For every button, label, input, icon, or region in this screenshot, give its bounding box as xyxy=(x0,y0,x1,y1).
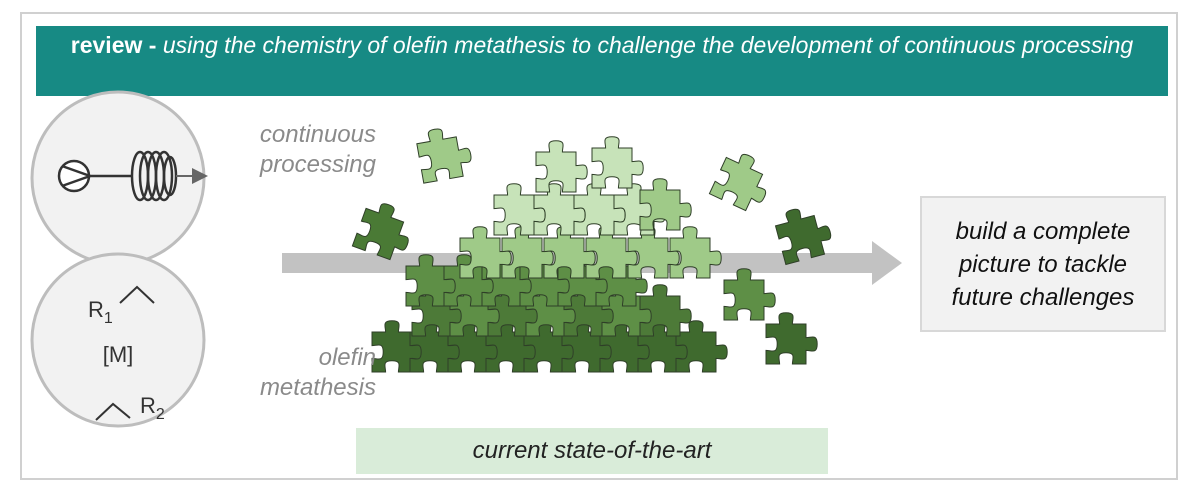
puzzle-piece xyxy=(416,128,472,184)
puzzle-piece xyxy=(669,226,722,279)
label-line: olefin xyxy=(318,344,376,371)
continuous-processing-label: continuous processing xyxy=(226,120,376,180)
puzzle-piece xyxy=(675,320,728,373)
puzzle-pile xyxy=(351,128,832,373)
r2-label: R2 xyxy=(140,393,165,423)
label-line: continuous xyxy=(259,121,376,148)
puzzle-piece xyxy=(774,208,832,266)
goal-box: build a complete picture to tackle futur… xyxy=(920,196,1166,332)
metathesis-circle xyxy=(30,252,206,428)
label-line: metathesis xyxy=(259,374,376,401)
banner-bold-text: review - xyxy=(70,32,163,58)
flow-reactor-icon xyxy=(57,150,208,202)
state-of-the-art-label: current state-of-the-art xyxy=(356,428,828,474)
r1-label: R1 xyxy=(88,297,113,327)
catalyst-label: [M] xyxy=(103,342,134,367)
olefin-metathesis-label: olefin metathesis xyxy=(226,343,376,403)
puzzle-piece xyxy=(535,140,588,193)
goal-line: future challenges xyxy=(951,283,1135,311)
puzzle-piece xyxy=(591,136,644,189)
goal-line: build a complete xyxy=(955,217,1131,245)
banner-italic-text: using the chemistry of olefin metathesis… xyxy=(162,32,1134,58)
metathesis-chemistry: R1 [M] R2 xyxy=(88,285,165,423)
puzzle-piece xyxy=(459,226,512,279)
flow-reactor-circle xyxy=(30,90,206,266)
title-banner: review - using the chemistry of olefin m… xyxy=(36,26,1168,96)
goal-line: picture to tackle xyxy=(958,250,1128,278)
puzzle-piece xyxy=(765,312,818,365)
coil-reactor-icon xyxy=(130,150,178,202)
puzzle-piece xyxy=(708,153,767,212)
puzzle-piece xyxy=(639,178,692,231)
label-line: processing xyxy=(259,151,376,178)
puzzle-piece xyxy=(723,268,776,321)
puzzle-piece xyxy=(351,203,409,261)
puzzle-piece xyxy=(639,284,692,337)
